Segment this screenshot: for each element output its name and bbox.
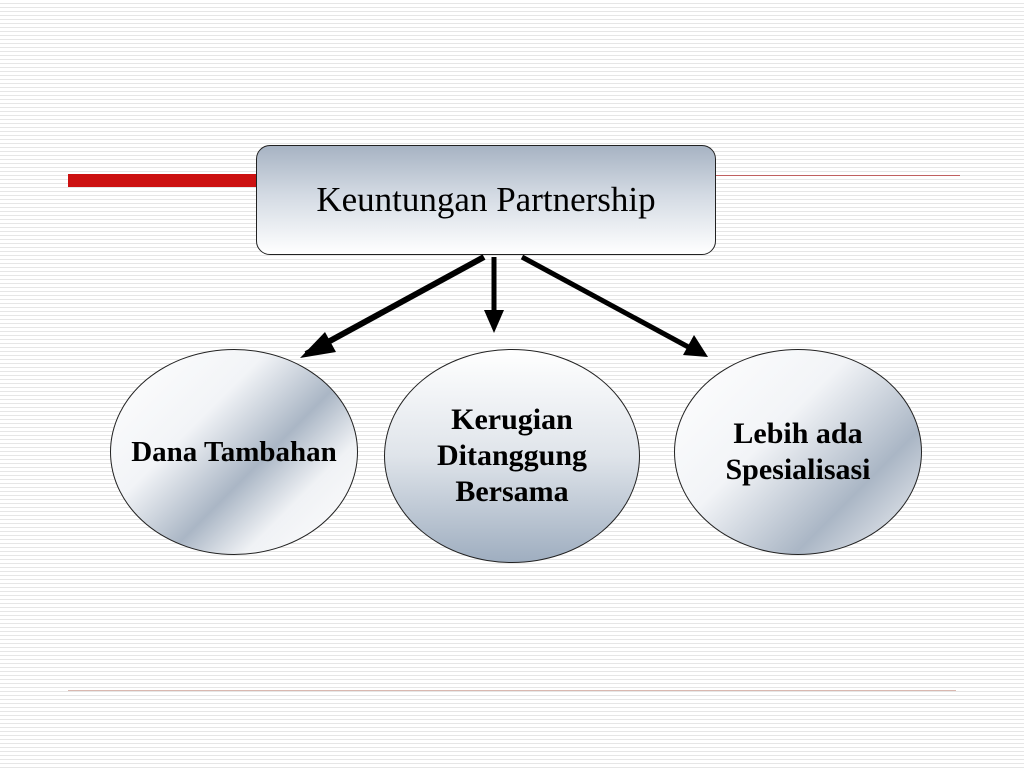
arrowhead-right [683,335,708,357]
node-dana-tambahan: Dana Tambahan [110,349,358,555]
arrowhead-center [484,310,504,333]
accent-red-bar [68,174,260,187]
node-lebih-ada-spesialisasi: Lebih ada Spesialisasi [674,349,922,555]
node-label: Lebih ada Spesialisasi [725,417,871,486]
root-node-box: Keuntungan Partnership [256,145,716,255]
arrow-to-right-node [520,254,694,352]
root-node-title: Keuntungan Partnership [316,180,656,219]
node-label: Dana Tambahan [131,435,337,468]
node-label: Kerugian Ditanggung Bersama [436,403,588,508]
header-divider-line [716,175,960,176]
arrowhead-left [300,332,336,358]
node-kerugian-ditanggung-bersama: Kerugian Ditanggung Bersama [384,349,640,563]
footer-divider-line [68,690,956,691]
arrow-to-left-node [304,254,486,357]
